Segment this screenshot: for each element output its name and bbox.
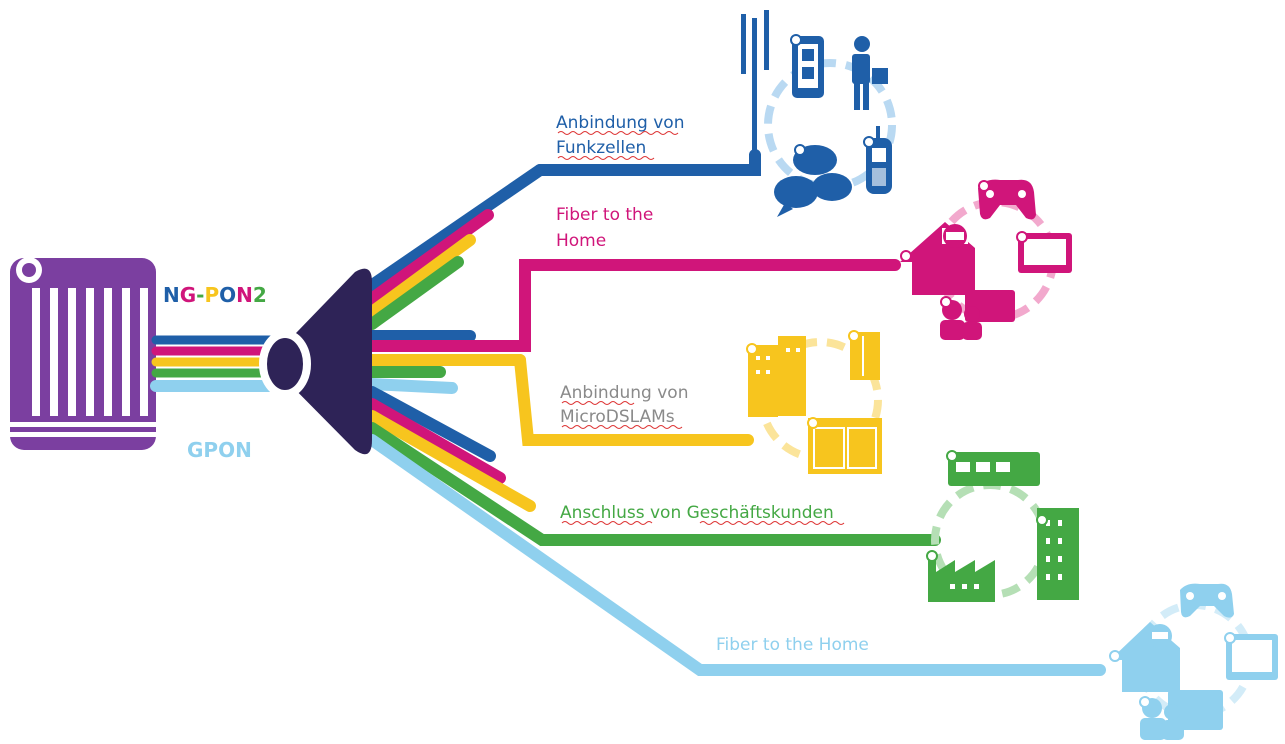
ftth-cluster (900, 179, 1072, 340)
antenna-icon (741, 10, 769, 158)
fibre-bundles (359, 149, 1106, 676)
label-geschaeftskunden: Anschluss von Geschäftskunden (560, 503, 834, 523)
office-buildings-icon (746, 336, 806, 417)
family-icon (940, 290, 1015, 340)
ng-pon2-letter: N (163, 283, 180, 307)
cabinet-icon (848, 330, 880, 380)
ftth-gpon-cluster (1109, 583, 1278, 740)
tv-icon (1016, 231, 1072, 273)
factory-icon (926, 550, 995, 602)
tv-icon-gpon (1224, 632, 1278, 680)
label-funkzellen-2: Funkzellen (556, 138, 646, 158)
smartphone-icon (790, 34, 824, 98)
olt-rack-icon (10, 257, 156, 450)
ng-pon2-letter: P (204, 283, 219, 307)
store-icon (946, 450, 1040, 486)
gpon-label: GPON (187, 438, 252, 462)
gamepad-icon (978, 179, 1036, 220)
ng-pon2-label: NG-PON2 (163, 283, 267, 307)
microdslam-cluster (746, 330, 882, 474)
business-cluster (926, 450, 1079, 602)
businessman-icon (852, 36, 888, 110)
label-microdslam-2: MicroDSLAMs (560, 407, 675, 427)
label-ftth-2: Home (556, 231, 606, 251)
splitter-icon (259, 268, 372, 455)
funkzellen-cluster (741, 10, 896, 217)
ng-pon2-letter: - (196, 283, 204, 307)
spellcheck-underlines (557, 131, 845, 525)
mobile-phone-icon (863, 126, 892, 194)
label-ftth-1: Fiber to the (556, 205, 653, 225)
label-microdslam-1: Anbindung von (560, 383, 688, 403)
family-icon-gpon (1139, 690, 1223, 740)
label-ftth-gpon: Fiber to the Home (716, 635, 869, 655)
dslam-cabinet-icon (807, 417, 882, 474)
ng-pon2-letter: G (180, 283, 196, 307)
label-funkzellen-1: Anbindung von (556, 113, 684, 133)
tall-building-icon (1036, 508, 1079, 600)
house-icon-gpon (1109, 622, 1180, 692)
ng-pon2-letter: O (219, 283, 236, 307)
gamepad-icon-gpon (1180, 583, 1234, 618)
house-icon (900, 222, 975, 295)
ng-pon2-letter: 2 (253, 283, 267, 307)
chat-bubbles-icon (774, 144, 852, 217)
ng-pon2-letter: N (236, 283, 253, 307)
